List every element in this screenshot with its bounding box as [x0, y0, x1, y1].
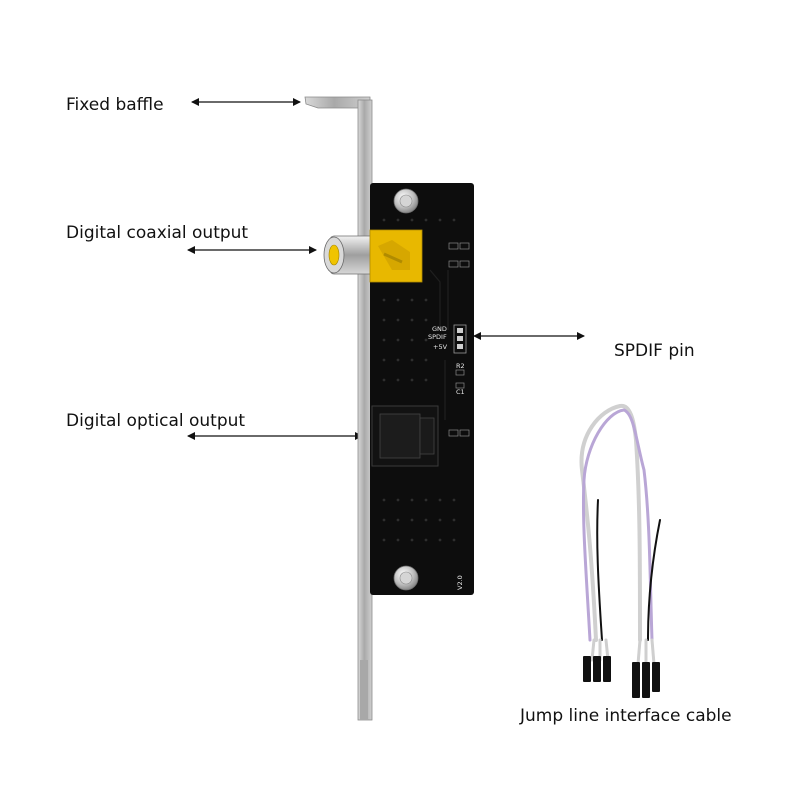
dupont-connectors-right — [632, 662, 660, 698]
silk-version: V2.0 — [456, 575, 464, 590]
label-fixed-baffle: Fixed baffle — [66, 95, 164, 115]
label-digital-optical-output: Digital optical output — [66, 411, 246, 431]
metal-bracket — [304, 96, 373, 721]
screw-top — [393, 188, 419, 214]
jumper-cable — [579, 403, 661, 666]
label-spdif-pin: SPDIF pin — [614, 341, 695, 361]
silk-r2: R2 — [456, 362, 465, 370]
callout-arrows — [187, 98, 585, 440]
optical-toslink-module — [371, 405, 439, 467]
spdif-header — [453, 324, 467, 354]
pcb-board — [370, 183, 474, 595]
rca-coaxial-jack — [323, 229, 423, 283]
silk-spdif: SPDIF — [428, 333, 447, 341]
screw-bottom — [393, 565, 419, 591]
silk-plus5v: +5V — [433, 343, 448, 351]
label-jump-line-cable: Jump line interface cable — [520, 706, 732, 726]
label-digital-coaxial-output: Digital coaxial output — [66, 223, 249, 243]
smd-components — [448, 242, 470, 437]
silk-gnd: GND — [432, 325, 447, 333]
dupont-connectors-left — [583, 656, 611, 682]
silk-c1: C1 — [456, 388, 465, 396]
